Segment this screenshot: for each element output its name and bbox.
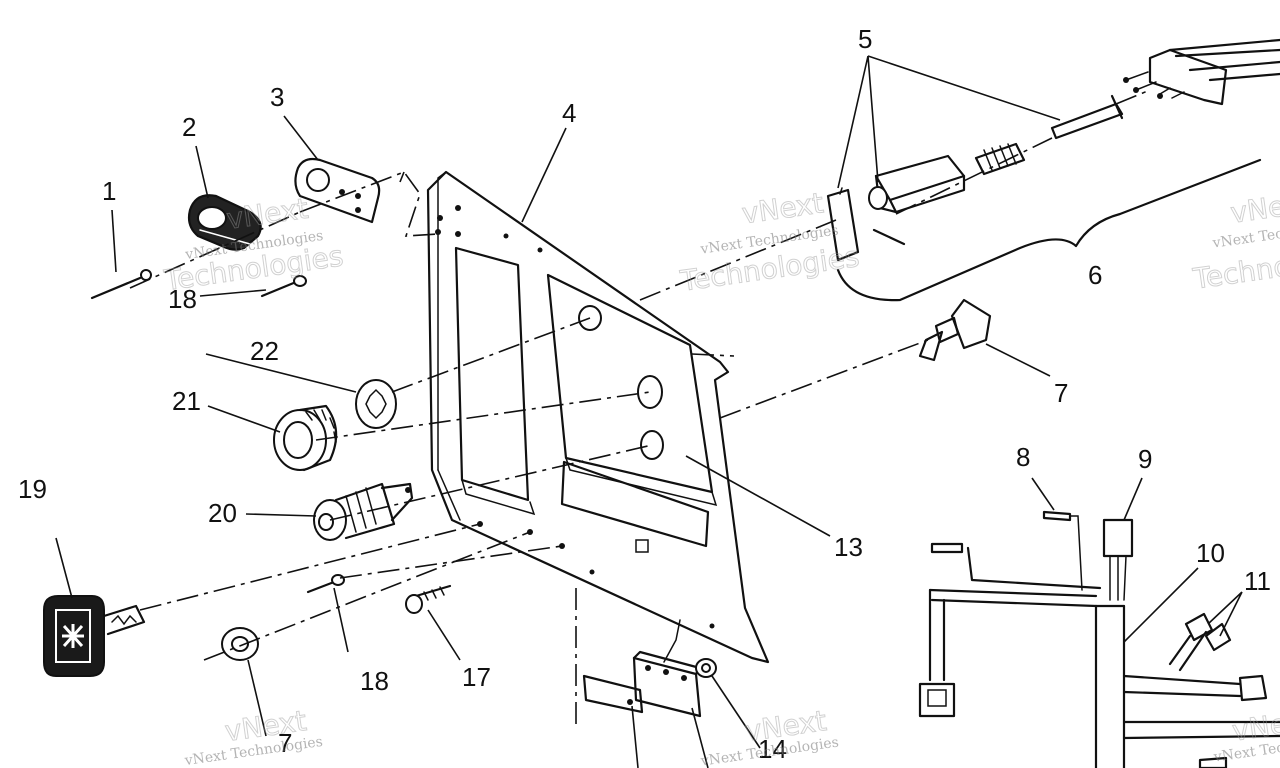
callout-3: 3 [270, 82, 284, 112]
part-18-screw-upper [260, 275, 307, 298]
dash-panel [426, 170, 770, 664]
callout-11: 11 [1244, 566, 1271, 596]
assembly-brace [836, 158, 1262, 302]
part-22-washer [355, 379, 397, 429]
callout-22: 22 [250, 336, 279, 366]
leader-lines [55, 55, 1243, 768]
part-18-screw-lower [306, 574, 345, 594]
callout-18b: 18 [360, 666, 389, 696]
part-20-ignition-switch [313, 482, 414, 541]
watermark-word-a: vNext [225, 192, 311, 236]
callout-8: 8 [1016, 442, 1030, 472]
callout-7a: 7 [1054, 378, 1068, 408]
callout-5: 5 [858, 24, 872, 54]
callout-19: 19 [18, 474, 47, 504]
callout-18a: 18 [168, 284, 197, 314]
callout-17: 17 [462, 662, 491, 692]
part-17-bolt [405, 584, 452, 614]
callout-2: 2 [182, 112, 196, 142]
part-5-latch-assembly [826, 94, 1124, 262]
callout-9: 9 [1138, 444, 1152, 474]
callouts: 1 2 3 4 5 6 7 7 8 9 10 11 13 14 17 18 18… [18, 24, 1271, 764]
part-2-bezel [187, 194, 262, 251]
watermark-word-a: vNext [1229, 186, 1280, 230]
part-14-bracket [582, 619, 702, 718]
callout-21: 21 [172, 386, 201, 416]
part-3-plate [294, 157, 381, 224]
callout-6: 6 [1088, 260, 1102, 290]
part-7-toggle-switch [918, 298, 992, 362]
watermark-word-a: vNext [1230, 704, 1280, 748]
callout-20: 20 [208, 498, 237, 528]
part-7-nut-lower [221, 627, 259, 661]
part-21-nut [273, 404, 338, 472]
part-6-connector [1123, 38, 1280, 106]
callout-13: 13 [834, 532, 863, 562]
part-1-pin [90, 269, 152, 300]
callout-10: 10 [1196, 538, 1225, 568]
callout-4: 4 [562, 98, 576, 128]
callout-1: 1 [102, 176, 116, 206]
wiring-harness [918, 510, 1280, 768]
part-19-key [43, 595, 146, 677]
callout-7b: 7 [278, 728, 292, 758]
center-lines [129, 89, 1151, 724]
part-14-nut [695, 658, 717, 678]
watermark-word-a: vNext [740, 186, 826, 230]
callout-14: 14 [758, 734, 787, 764]
